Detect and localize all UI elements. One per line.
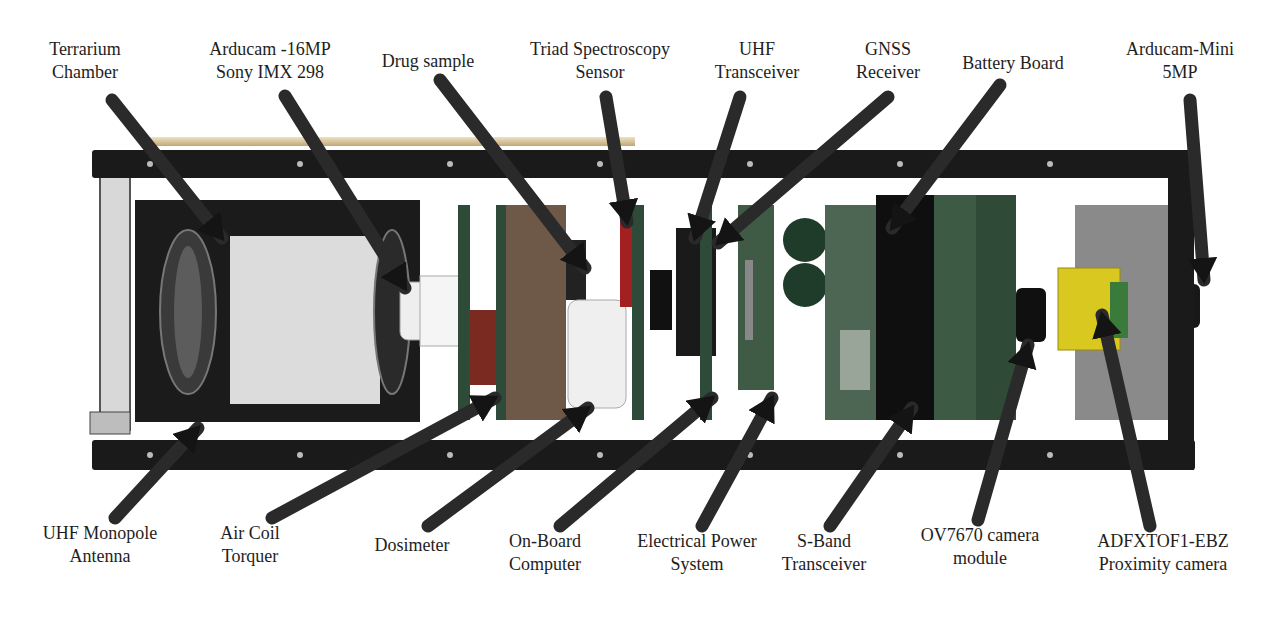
part-label: Battery Board	[948, 52, 1078, 75]
part-label: Arducam-Mini 5MP	[1121, 38, 1239, 84]
part-label: Dosimeter	[357, 534, 467, 557]
part-label: GNSS Receiver	[842, 38, 934, 84]
part-label: Terrarium Chamber	[29, 38, 141, 84]
part-label: Air Coil Torquer	[204, 522, 296, 568]
part-label: OV7670 camera module	[911, 524, 1049, 570]
part-label: S-Band Transceiver	[768, 530, 880, 576]
part-label: Arducam -16MP Sony IMX 298	[199, 38, 341, 84]
part-label: Electrical Power System	[622, 530, 772, 576]
part-label: On-Board Computer	[489, 530, 601, 576]
part-label: ADFXTOF1-EBZ Proximity camera	[1087, 530, 1239, 576]
part-label: Drug sample	[368, 50, 488, 73]
part-label: UHF Transceiver	[706, 38, 808, 84]
part-label: Triad Spectroscopy Sensor	[519, 38, 681, 84]
part-label: UHF Monopole Antenna	[34, 522, 166, 568]
